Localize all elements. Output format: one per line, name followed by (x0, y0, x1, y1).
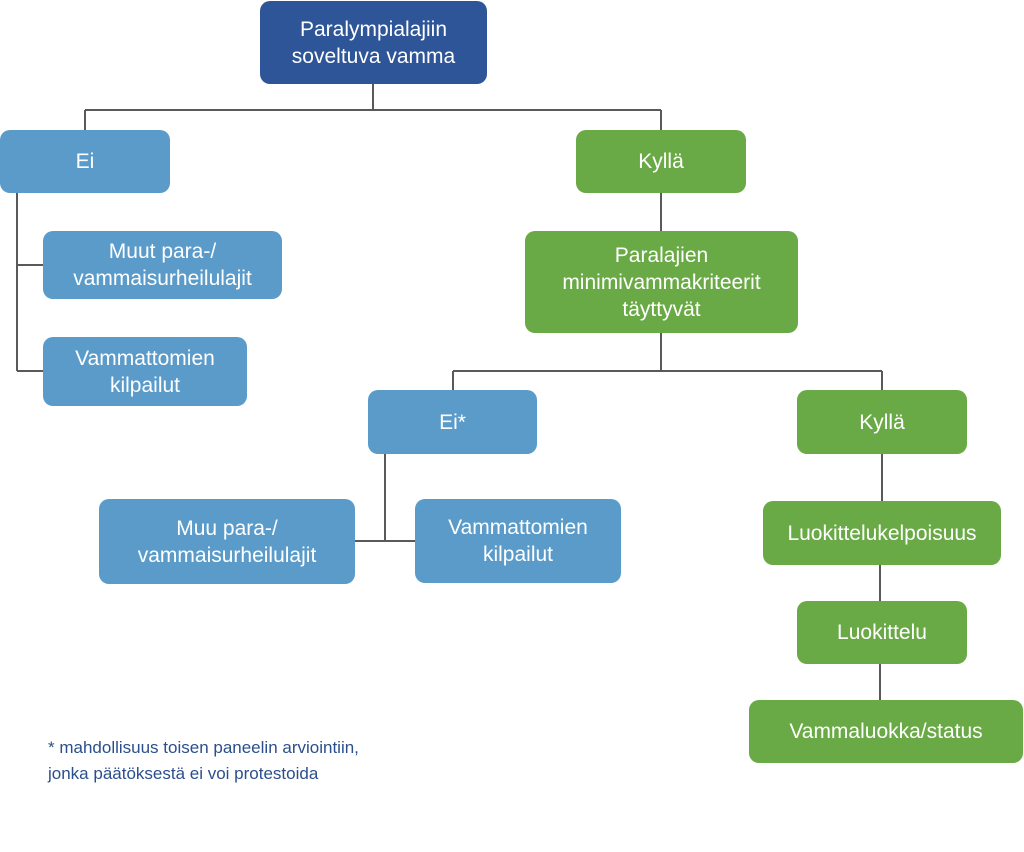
footnote-line-1: * mahdollisuus toisen paneelin arviointi… (48, 738, 359, 757)
class-status-label: Vammaluokka/status (789, 720, 983, 743)
classification-label: Luokittelu (837, 621, 927, 644)
criteria-no-able-bodied-line-2: kilpailut (482, 543, 554, 566)
left-branch-connector (16, 193, 43, 372)
criteria-no-other-sports-line-2: vammaisurheilulajit (137, 543, 317, 567)
eligibility-node: Luokittelukelpoisuus (763, 501, 1001, 565)
left-able-bodied-node: Vammattomien kilpailut (43, 337, 247, 406)
criteria-line-3: täyttyvät (622, 297, 701, 321)
root-line-1: Paralympialajiin (299, 17, 448, 41)
left-no-label: Ei (75, 150, 95, 173)
right-yes-node: Kyllä (576, 130, 746, 193)
left-able-bodied-line-2: kilpailut (109, 373, 181, 397)
criteria-no-node: Ei* (368, 390, 537, 454)
criteria-no-other-sports-line-1: Muu para-/ (176, 516, 278, 540)
footnote: * mahdollisuus toisen paneelin arviointi… (48, 735, 359, 787)
criteria-node: Paralajien minimivammakriteerit täyttyvät (525, 231, 798, 333)
criteria-yes-label: Kyllä (859, 410, 905, 434)
left-able-bodied-line-1: Vammattomien (75, 346, 215, 370)
criteria-yes-node: Kyllä (797, 390, 967, 454)
criteria-no-able-bodied-node: Vammattomien kilpailut (415, 499, 621, 583)
criteria-line-2: minimivammakriteerit (562, 270, 761, 294)
criteria-no-able-bodied-line-1: Vammattomien (448, 516, 588, 539)
root-line-2: soveltuva vamma (291, 44, 456, 68)
criteria-connector (452, 333, 883, 390)
root-node: Paralympialajiin soveltuva vamma (260, 1, 487, 84)
eligibility-label: Luokittelukelpoisuus (787, 521, 977, 545)
root-connector (84, 84, 662, 130)
criteria-no-other-sports-node: Muu para-/ vammaisurheilulajit (99, 499, 355, 584)
left-other-sports-line-2: vammaisurheilulajit (73, 267, 252, 290)
left-other-sports-line-1: Muut para-/ (108, 240, 217, 263)
classification-node: Luokittelu (797, 601, 967, 664)
left-no-node: Ei (0, 130, 170, 193)
left-other-sports-node: Muut para-/ vammaisurheilulajit (43, 231, 282, 299)
no-star-connector (355, 453, 415, 542)
criteria-no-label: Ei* (439, 410, 466, 434)
footnote-line-2: jonka päätöksestä ei voi protestoida (48, 764, 319, 783)
yes-chain-connector (879, 453, 883, 700)
right-yes-label: Kyllä (638, 150, 684, 173)
criteria-line-1: Paralajien (614, 243, 709, 267)
class-status-node: Vammaluokka/status (749, 700, 1023, 763)
